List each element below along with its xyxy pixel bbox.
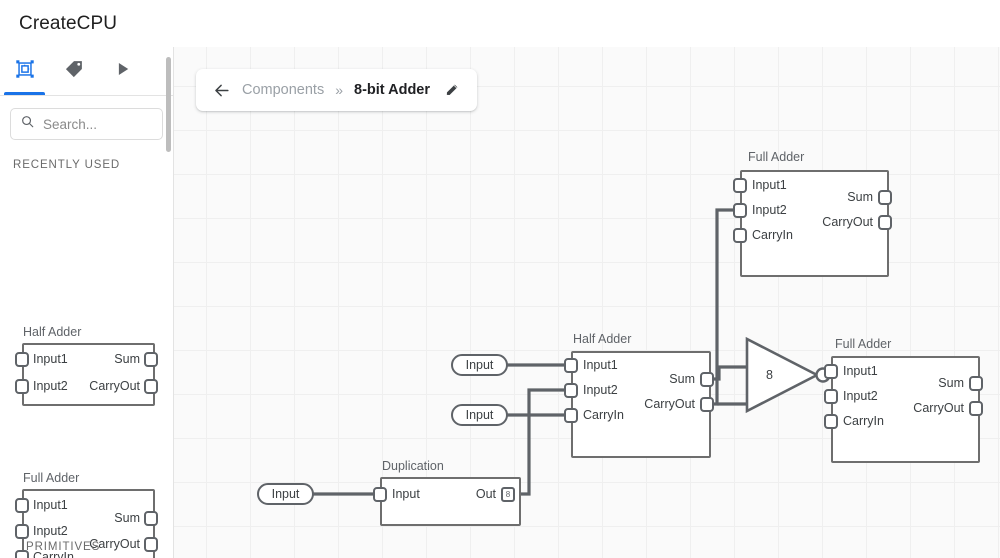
node-body[interactable] xyxy=(571,351,711,458)
pin-label-sum: Sum xyxy=(114,352,140,366)
pin-label-input1: Input1 xyxy=(33,352,68,366)
sidebar-scrollbar[interactable] xyxy=(166,57,171,152)
pencil-icon[interactable] xyxy=(444,82,461,99)
node-body[interactable] xyxy=(740,170,889,277)
pin-carryin[interactable] xyxy=(15,550,29,558)
search-icon xyxy=(20,114,35,134)
pin-label-carryin: CarryIn xyxy=(752,228,793,242)
pin-input1[interactable] xyxy=(15,498,29,513)
pin-label-input2: Input2 xyxy=(33,524,68,538)
pin-input2[interactable] xyxy=(824,389,838,404)
pin-width-label: 8 xyxy=(505,489,511,499)
section-recently-used: RECENTLY USED xyxy=(13,159,121,171)
pin-label-input2: Input2 xyxy=(752,203,787,217)
pin-label-carryin: CarryIn xyxy=(583,408,624,422)
pin-label-carryout: CarryOut xyxy=(89,379,140,393)
app-title: CreateCPU xyxy=(19,12,118,34)
input-pill-1[interactable]: Input xyxy=(451,354,508,376)
pin-sum[interactable] xyxy=(144,352,158,367)
arrow-left-icon[interactable] xyxy=(212,81,231,100)
pin-label-carryout: CarryOut xyxy=(89,537,140,551)
pin-label-sum: Sum xyxy=(114,511,140,525)
pin-label-input1: Input1 xyxy=(843,364,878,378)
tag-icon xyxy=(63,58,85,85)
node-title: Full Adder xyxy=(835,337,892,351)
pin-carryin[interactable] xyxy=(564,408,578,423)
pin-label-carryin: CarryIn xyxy=(843,414,884,428)
tags-tab[interactable] xyxy=(49,48,98,95)
search-input[interactable]: Search... xyxy=(43,116,98,132)
pin-label-out: Out xyxy=(475,487,496,501)
buffer-shape[interactable] xyxy=(744,335,834,415)
breadcrumb-parent[interactable]: Components xyxy=(242,82,325,98)
pin-sum[interactable] xyxy=(144,511,158,526)
pin-carryout[interactable] xyxy=(878,215,892,230)
pin-label-carryout: CarryOut xyxy=(644,397,695,411)
node-title: Half Adder xyxy=(573,332,632,346)
pin-label-input1: Input1 xyxy=(752,178,787,192)
pin-input1[interactable] xyxy=(824,364,838,379)
pin-sum[interactable] xyxy=(700,372,714,387)
pin-input[interactable] xyxy=(373,487,387,502)
palette-item-body xyxy=(22,343,155,406)
search-area: Search... xyxy=(0,96,173,140)
node-title: Full Adder xyxy=(748,150,805,164)
input-pill-3[interactable]: Input xyxy=(257,483,314,505)
node-body[interactable] xyxy=(380,477,521,526)
pin-sum[interactable] xyxy=(969,376,983,391)
pin-label-input1: Input1 xyxy=(33,498,68,512)
palette-item-label: Full Adder xyxy=(23,471,80,485)
search-box[interactable]: Search... xyxy=(10,108,163,140)
pin-label-input1: Input1 xyxy=(583,358,618,372)
schematic-canvas[interactable]: Full Adder Input1 Input2 CarryIn Sum Car… xyxy=(174,47,1000,558)
pin-input1[interactable] xyxy=(733,178,747,193)
pin-input2[interactable] xyxy=(15,379,29,394)
pin-input1[interactable] xyxy=(564,358,578,373)
active-tab-indicator xyxy=(4,91,45,95)
component-icon xyxy=(14,58,36,85)
run-tab[interactable] xyxy=(98,48,147,95)
node-body[interactable] xyxy=(831,356,980,463)
breadcrumb-current: 8-bit Adder xyxy=(354,82,431,98)
breadcrumb-separator: » xyxy=(335,82,344,98)
section-primitives: PRIMITIVES xyxy=(26,541,101,553)
pin-input2[interactable] xyxy=(564,383,578,398)
buffer-width-label: 8 xyxy=(766,368,773,382)
palette-item-label: Half Adder xyxy=(23,325,82,339)
pin-input2[interactable] xyxy=(15,524,29,539)
wire-layer xyxy=(312,208,833,496)
pin-carryout[interactable] xyxy=(700,397,714,412)
title-bar: CreateCPU xyxy=(0,0,1000,48)
sidebar-tab-bar xyxy=(0,47,173,96)
sidebar: Search... RECENTLY USED Half Adder Input… xyxy=(0,47,174,558)
pin-label-sum: Sum xyxy=(847,190,873,204)
pin-carryout[interactable] xyxy=(144,379,158,394)
pin-carryin[interactable] xyxy=(824,414,838,429)
pin-input2[interactable] xyxy=(733,203,747,218)
breadcrumb: Components » 8-bit Adder xyxy=(196,69,478,111)
pin-label-sum: Sum xyxy=(669,372,695,386)
pin-label-carryout: CarryOut xyxy=(913,401,964,415)
node-title: Duplication xyxy=(382,459,444,473)
input-pill-2[interactable]: Input xyxy=(451,404,508,426)
pin-label-input2: Input2 xyxy=(843,389,878,403)
components-tab[interactable] xyxy=(0,48,49,95)
pin-label-sum: Sum xyxy=(938,376,964,390)
pin-label-input2: Input2 xyxy=(33,379,68,393)
pin-input1[interactable] xyxy=(15,352,29,367)
pin-carryout[interactable] xyxy=(969,401,983,416)
pin-label-input: Input xyxy=(392,487,420,501)
pin-label-carryin: CarryIn xyxy=(33,550,74,558)
play-icon xyxy=(114,60,132,83)
pin-carryin[interactable] xyxy=(733,228,747,243)
pin-label-input2: Input2 xyxy=(583,383,618,397)
pin-out[interactable]: 8 xyxy=(501,487,515,502)
pin-label-carryout: CarryOut xyxy=(822,215,873,229)
palette-item-body xyxy=(22,489,155,558)
pin-sum[interactable] xyxy=(878,190,892,205)
pin-carryout[interactable] xyxy=(144,537,158,552)
